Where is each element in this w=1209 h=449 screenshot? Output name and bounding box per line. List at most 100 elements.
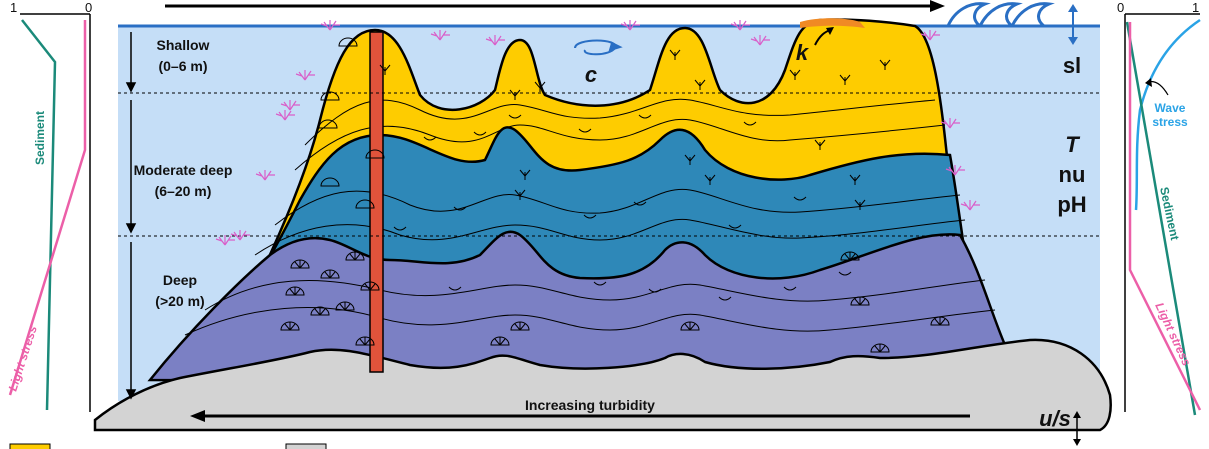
turbidity-label: Increasing turbidity	[525, 397, 655, 413]
left-tick-1: 1	[10, 0, 17, 15]
algae-frond-icon	[280, 100, 300, 111]
algae-frond-icon	[620, 20, 640, 31]
fan-coral-icon	[680, 321, 700, 331]
right-sediment-curve	[1125, 21, 1197, 416]
zone-shallow-name: Shallow	[157, 37, 210, 53]
massive-coral-icon	[365, 149, 385, 159]
branching-coral-icon	[684, 154, 696, 165]
plate-coral-icon	[793, 196, 807, 201]
algae-fronds	[215, 20, 980, 246]
fan-coral-icon	[335, 301, 355, 311]
zone-shallow-range: (0–6 m)	[158, 58, 207, 74]
depth-arrows	[125, 32, 137, 400]
algae-frond-icon	[940, 118, 960, 129]
branching-coral-icon	[879, 59, 891, 70]
right-tick-0: 0	[1117, 0, 1124, 15]
zone-moderate-name: Moderate deep	[134, 162, 233, 178]
left-stress-panel	[8, 13, 91, 412]
plate-coral-icon	[838, 271, 852, 276]
fan-coral-icon	[345, 251, 365, 261]
plate-coral-icon	[393, 226, 407, 231]
right-stress-panel	[1124, 13, 1202, 416]
k-arrow-head	[826, 27, 834, 35]
branching-coral-icon	[789, 69, 801, 80]
branching-coral-icon	[849, 174, 861, 185]
fan-coral-icon	[510, 321, 530, 331]
branching-coral-icon	[839, 74, 851, 85]
nutrients-label: nu	[1059, 162, 1086, 187]
plate-coral-icon	[473, 131, 487, 136]
fan-coral-icon	[290, 259, 310, 269]
current-circulation-icon	[574, 39, 623, 56]
algae-frond-icon	[920, 30, 940, 41]
temperature-label: T	[1065, 132, 1080, 157]
fan-coral-icon	[360, 281, 380, 291]
layer-contour-lines	[184, 98, 996, 336]
branching-coral-icon	[534, 81, 546, 92]
fan-coral-icon	[320, 269, 340, 279]
right-wave-label-line1: Wave	[1155, 101, 1186, 115]
massive-coral-icon	[318, 119, 338, 129]
plate-coral-icon	[583, 214, 597, 219]
branching-coral-icon	[669, 49, 681, 60]
massive-coral-icon	[320, 91, 340, 101]
right-tick-1: 1	[1192, 0, 1199, 15]
left-sediment-label: Sediment	[33, 111, 47, 165]
branching-coral-icon	[379, 64, 391, 75]
left-sediment-curve	[21, 19, 57, 411]
breaking-waves-icon	[946, 2, 1055, 28]
plate-coral-icon	[743, 121, 757, 126]
deep-reef-layer	[147, 230, 1009, 387]
algae-frond-icon	[320, 20, 340, 31]
branching-coral-icon	[519, 169, 531, 180]
coral-symbols	[280, 37, 950, 353]
algae-frond-icon	[750, 35, 770, 46]
left-light-label: Light stress	[6, 324, 40, 393]
plate-coral-icon	[593, 281, 607, 286]
current-label: c	[585, 62, 597, 87]
algae-frond-icon	[275, 110, 295, 121]
fan-coral-icon	[355, 336, 375, 346]
plate-coral-icon	[423, 136, 437, 141]
algae-frond-icon	[215, 235, 235, 246]
plate-coral-icon	[718, 296, 732, 301]
algae-frond-icon	[485, 35, 505, 46]
fan-coral-icon	[850, 296, 870, 306]
sea-level-label: sl	[1063, 53, 1081, 78]
fan-coral-icon	[840, 251, 860, 261]
uplift-subsidence-arrow	[1073, 411, 1081, 446]
branching-coral-icon	[814, 139, 826, 150]
zone-deep-name: Deep	[163, 272, 197, 288]
algae-frond-icon	[295, 70, 315, 81]
plate-coral-icon	[633, 201, 647, 206]
algae-frond-icon	[230, 230, 250, 241]
plate-coral-icon	[728, 224, 742, 229]
plate-coral-icon	[508, 114, 522, 119]
plate-coral-icon	[453, 206, 467, 211]
zone-deep-range: (>20 m)	[155, 293, 204, 309]
algae-frond-icon	[730, 20, 750, 31]
k-label: k	[796, 40, 810, 65]
branching-coral-icon	[509, 89, 521, 100]
right-light-curve	[1128, 22, 1202, 411]
algae-frond-icon	[430, 30, 450, 41]
branching-coral-icon	[854, 199, 866, 210]
turbidity-arrow	[190, 410, 970, 422]
fan-coral-icon	[285, 286, 305, 296]
fan-coral-icon	[870, 343, 890, 353]
plate-coral-icon	[783, 286, 797, 291]
uplift-subsidence-label: u/s	[1039, 406, 1071, 431]
right-wave-curve	[1134, 18, 1201, 211]
algae-frond-icon	[255, 170, 275, 181]
fan-coral-icon	[930, 316, 950, 326]
plate-coral-icon	[648, 288, 662, 293]
plate-coral-icon	[448, 286, 462, 291]
ph-label: pH	[1057, 192, 1086, 217]
branching-coral-icon	[704, 174, 716, 185]
legend-swatch-shallow	[9, 443, 51, 449]
legend-swatch-seafloor	[285, 443, 327, 449]
plate-coral-icon	[638, 114, 652, 119]
fan-coral-icon	[310, 306, 330, 316]
branching-coral-icon	[694, 79, 706, 90]
